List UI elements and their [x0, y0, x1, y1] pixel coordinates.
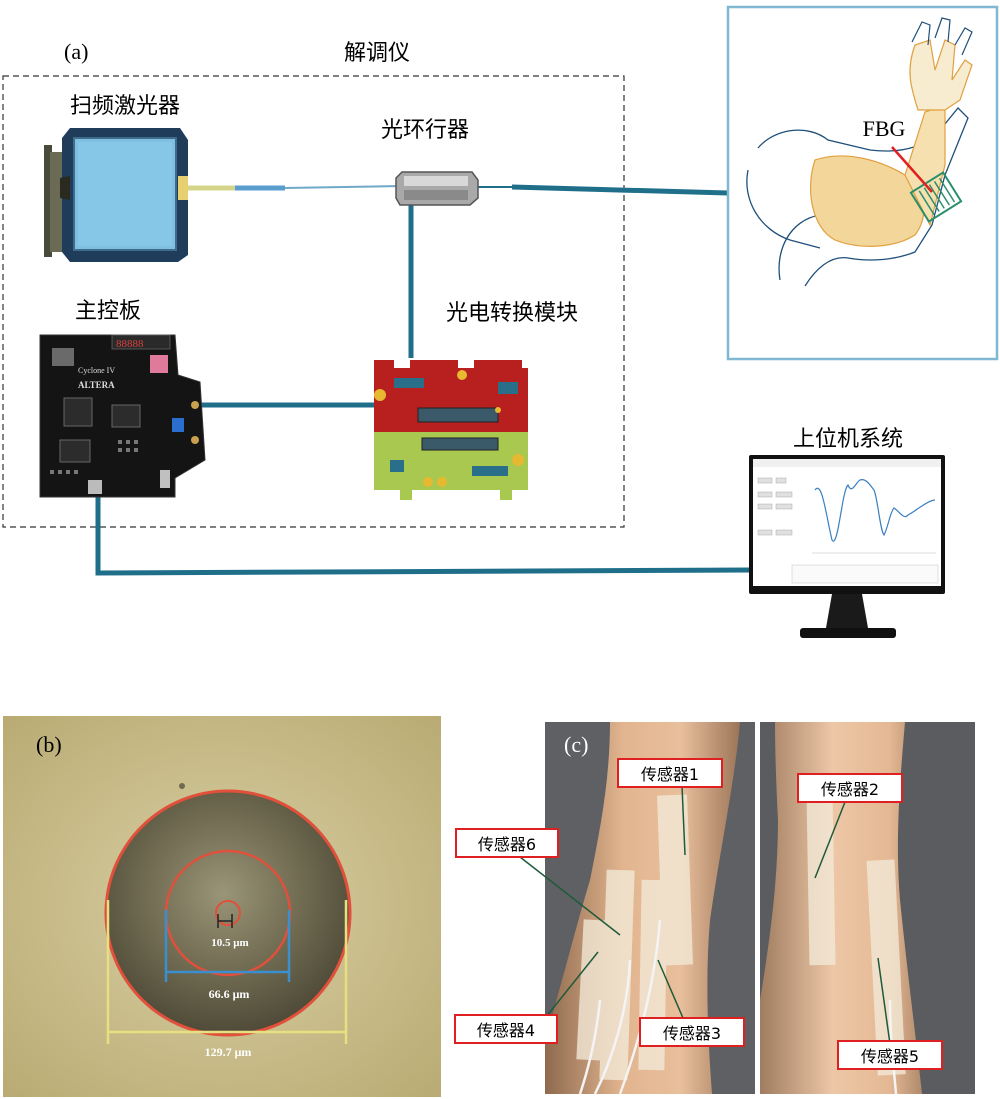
optical-circulator: 光环行器: [381, 118, 479, 206]
host-computer: 上位机系统: [749, 427, 945, 638]
panel-c-label: (c): [564, 732, 588, 757]
measurement-outer: 129.7 μm: [205, 1045, 252, 1059]
main-control-board: 88888 Cyclone IV ALTERA 主控板: [39, 299, 206, 498]
converter-label: 光电转换模块: [446, 301, 578, 326]
measurement-core: 10.5 μm: [211, 937, 248, 949]
sensor-4-label: 传感器4: [454, 1014, 558, 1044]
sensor-3-label: 传感器3: [639, 1017, 745, 1047]
circulator-label: 光环行器: [381, 118, 469, 143]
sensor-1-label: 传感器1: [617, 758, 723, 788]
panel-b-label: (b): [36, 732, 62, 757]
main-board-label: 主控板: [75, 299, 141, 324]
svg-text:传感器2: 传感器2: [821, 780, 879, 799]
sensor-5-label: 传感器5: [837, 1040, 943, 1070]
fiber-to-fbg: [511, 184, 729, 196]
sensor-6-label: 传感器6: [455, 828, 559, 858]
panel-b: 10.5 μm 66.6 μm 129.7 μm (b): [3, 716, 441, 1097]
panel-a: (a) 解调仪 扫频激光器: [2, 5, 999, 638]
photoelectric-converter: 光电转换模块: [374, 301, 578, 500]
svg-text:传感器4: 传感器4: [477, 1021, 535, 1040]
laser-label: 扫频激光器: [70, 94, 180, 119]
svg-text:传感器6: 传感器6: [478, 835, 536, 854]
host-label: 上位机系统: [793, 427, 903, 452]
fiber-links: [95, 184, 753, 576]
sweep-laser: 扫频激光器: [44, 94, 188, 262]
outer-diameter-marker: [106, 900, 348, 1044]
demodulator-title: 解调仪: [344, 41, 410, 66]
svg-text:传感器3: 传感器3: [663, 1024, 721, 1043]
svg-text:传感器5: 传感器5: [861, 1047, 919, 1066]
sensor-leader-lines: [519, 785, 891, 1045]
board-logo-text: ALTERA: [78, 380, 115, 390]
fiber-laser-circulator: [284, 185, 401, 189]
panel-c: 传感器1 传感器2 传感器3 传感器4 传感器5 传感器6 (c): [454, 722, 975, 1095]
core-marker: [217, 914, 233, 928]
fbg-pointer: [891, 146, 933, 193]
sensor-2-label: 传感器2: [797, 773, 903, 803]
cladding-outline: [104, 789, 352, 1037]
svg-text:传感器1: 传感器1: [641, 765, 699, 784]
fbg-label: FBG: [863, 116, 906, 141]
core-outline: [215, 900, 241, 926]
measurement-inner: 66.6 μm: [209, 987, 250, 1001]
panel-a-label: (a): [64, 39, 88, 64]
cable-board-host: [95, 497, 753, 576]
board-chip-text: Cyclone IV: [78, 366, 115, 375]
demodulator-box: [2, 75, 625, 528]
fbg-arm-panel: FBG: [726, 5, 999, 361]
svg-text:88888: 88888: [116, 338, 144, 350]
inner-diameter-marker: [164, 910, 291, 982]
